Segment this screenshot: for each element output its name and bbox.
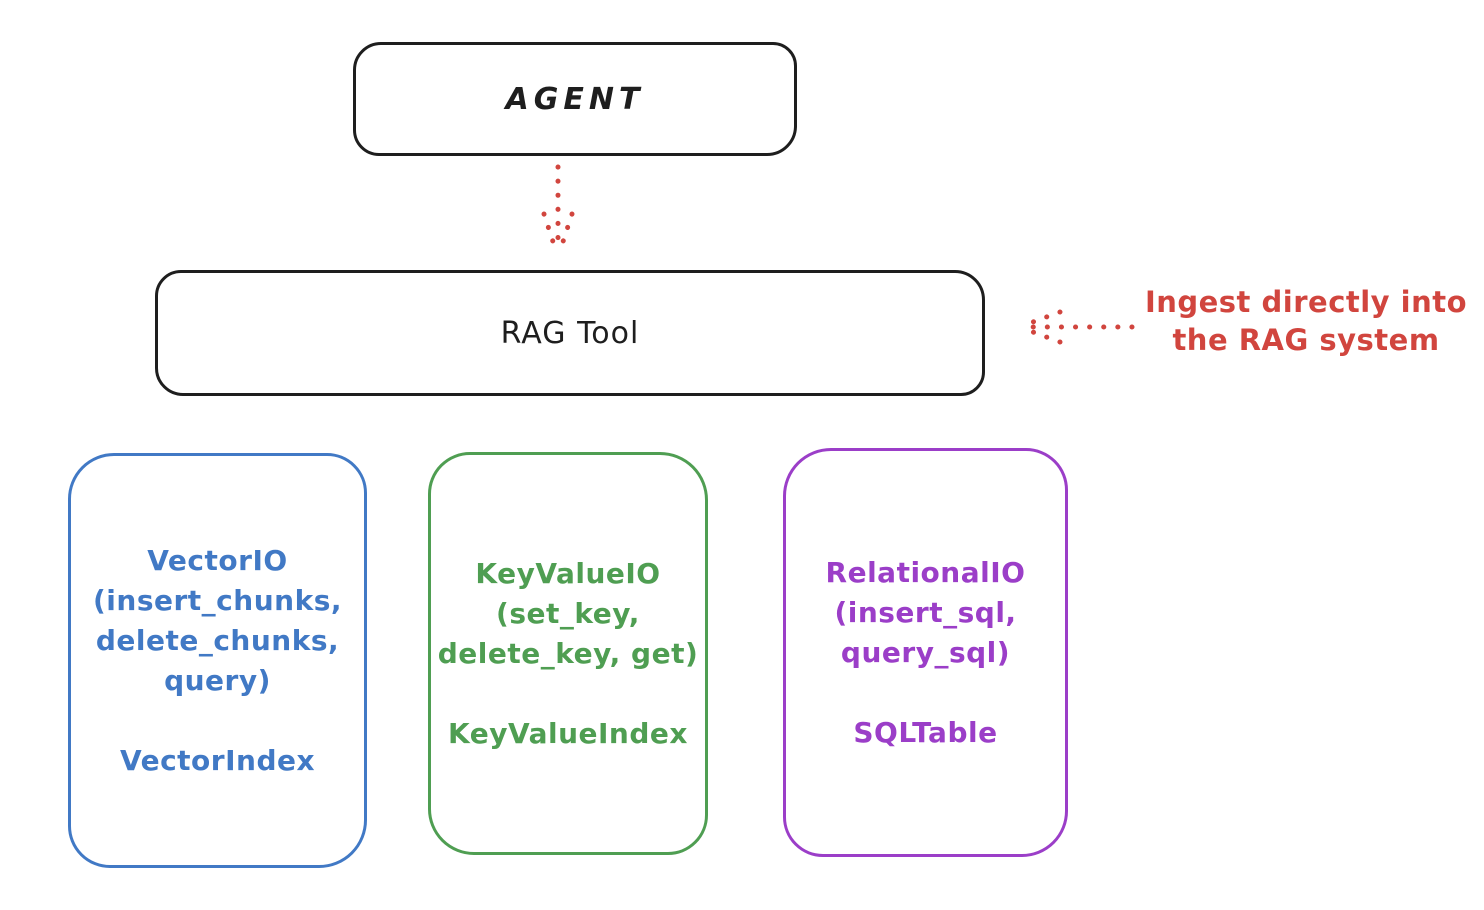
agent-label: AGENT <box>505 81 645 117</box>
keyvalue-io-box: KeyValueIO (set_key, delete_key, get) Ke… <box>428 452 708 855</box>
ingest-arrow-icon <box>1019 309 1135 345</box>
rag-tool-label: RAG Tool <box>500 315 640 351</box>
vector-io-title: VectorIO <box>147 543 288 577</box>
vector-io-signature-line: delete_chunks, <box>95 623 340 657</box>
relational-io-box: RelationalIO (insert_sql, query_sql) SQL… <box>783 448 1068 857</box>
rag-tool-box: RAG Tool <box>155 270 985 396</box>
ingest-annotation-line2: the RAG system <box>1172 323 1440 357</box>
ingest-annotation: Ingest directly into the RAG system <box>1138 283 1474 359</box>
keyvalue-io-title: KeyValueIO <box>475 556 661 590</box>
relational-io-title: RelationalIO <box>825 555 1026 589</box>
agent-box: AGENT <box>353 42 797 156</box>
vector-index-label: VectorIndex <box>119 743 316 777</box>
keyvalue-io-signature-line: (set_key, <box>496 596 640 630</box>
ingest-annotation-line1: Ingest directly into <box>1144 285 1468 319</box>
keyvalue-io-signature-line: delete_key, get) <box>437 636 699 670</box>
vector-io-box: VectorIO (insert_chunks, delete_chunks, … <box>68 453 367 868</box>
keyvalue-index-label: KeyValueIndex <box>448 716 688 750</box>
vector-io-signature-line: (insert_chunks, <box>93 583 342 617</box>
relational-io-signature-line: (insert_sql, <box>834 595 1017 629</box>
vector-io-signature-line: query) <box>164 663 271 697</box>
sql-table-label: SQLTable <box>853 715 998 749</box>
relational-io-signature-line: query_sql) <box>840 635 1011 669</box>
agent-to-rag-arrow-icon <box>541 164 575 257</box>
